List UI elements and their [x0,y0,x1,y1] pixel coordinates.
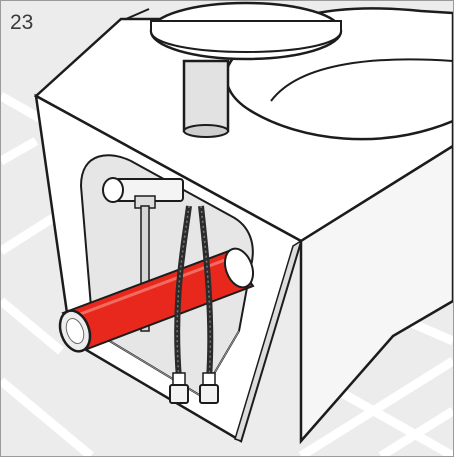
braided-hoses [174,205,214,380]
hose-fittings [169,372,219,404]
mixer-tap [125,1,343,138]
mounting-bracket [102,177,184,332]
step-number: 23 [10,11,34,34]
